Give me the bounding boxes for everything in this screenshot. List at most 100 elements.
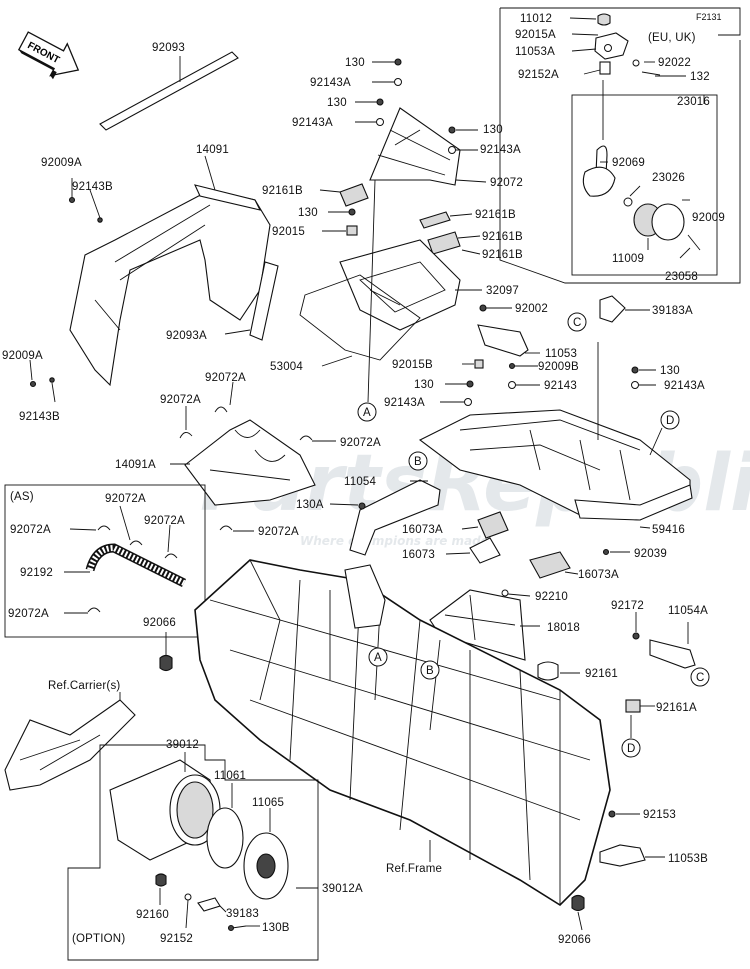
front-fender-group: 92093 14091 92093A 92009A 92143B 92009A … — [2, 42, 279, 423]
front-arrow-icon: FRONT — [17, 31, 80, 80]
label-92210: 92210 — [535, 591, 568, 603]
label-92015: 92015 — [272, 226, 305, 238]
center-parts-group: 92072A 92072A 92072A 14091A 11054 130A 9… — [115, 372, 619, 661]
marker-d-1: D — [666, 415, 675, 427]
marker-b-1: B — [414, 456, 422, 468]
label-92072a-as3: 92072A — [10, 524, 51, 536]
label-92072a-2: 92072A — [160, 394, 201, 406]
label-92160: 92160 — [136, 909, 169, 921]
label-92022: 92022 — [658, 57, 691, 69]
label-92072a-4: 92072A — [258, 526, 299, 538]
label-92143a-4: 92143A — [384, 397, 425, 409]
marker-b-frame: B — [426, 665, 434, 677]
label-92161b-4: 92161B — [482, 249, 523, 261]
label-92009a-1: 92009A — [41, 157, 82, 169]
label-92066-1: 92066 — [143, 617, 176, 629]
label-92015a-top: 92015A — [515, 29, 556, 41]
label-92161a: 92161A — [656, 702, 697, 714]
label-92072a-as1: 92072A — [105, 493, 146, 505]
figure-code: F2131 — [696, 12, 722, 22]
as-box: (AS) 92072A 92072A 92072A 92192 92072A — [4, 484, 206, 638]
label-11054a: 11054A — [668, 605, 708, 617]
label-92143a-2: 92143A — [292, 117, 333, 129]
label-39183a: 39183A — [652, 305, 693, 317]
label-39183: 39183 — [226, 908, 259, 920]
label-92143a-5: 92143A — [664, 380, 705, 392]
eu-uk-box: (EU, UK) 11012 92015A 11053A 92022 92152 — [499, 7, 741, 284]
label-92143a-3: 92143A — [480, 144, 521, 156]
label-92066-2: 92066 — [558, 934, 591, 946]
label-14091a: 14091A — [115, 459, 156, 471]
label-92009-r: 92009 — [692, 212, 725, 224]
carrier-option-group: 92066 Ref.Carrier(s) (OPTION) 39012 1106… — [4, 617, 363, 961]
label-14091: 14091 — [196, 144, 229, 156]
label-53004: 53004 — [270, 361, 303, 373]
label-39012: 39012 — [166, 739, 199, 751]
option-label: (OPTION) — [72, 933, 125, 945]
label-130-1: 130 — [345, 57, 365, 69]
label-130a: 130A — [296, 499, 324, 511]
label-130-2: 130 — [327, 97, 347, 109]
right-lower-group: 92172 11054A C 92161 92161A D 92153 1105… — [537, 600, 710, 946]
label-92069: 92069 — [612, 157, 645, 169]
label-92009b: 92009B — [538, 361, 579, 373]
label-130-4: 130 — [298, 207, 318, 219]
label-92072: 92072 — [490, 177, 523, 189]
label-16073: 16073 — [402, 549, 435, 561]
battery-bracket-group: 130 92143A 130 92143A 130 92143A 92072 9… — [262, 57, 523, 422]
label-92143a-1: 92143A — [310, 77, 351, 89]
label-92192: 92192 — [20, 567, 53, 579]
label-11012: 11012 — [520, 13, 552, 25]
as-label: (AS) — [10, 491, 34, 503]
label-11065: 11065 — [252, 797, 284, 809]
label-92143b-1: 92143B — [72, 181, 113, 193]
ref-carrier-label: Ref.Carrier(s) — [48, 680, 120, 692]
label-92161b-2: 92161B — [475, 209, 516, 221]
label-92072a-1: 92072A — [205, 372, 246, 384]
label-32097: 32097 — [486, 285, 519, 297]
label-11009: 11009 — [612, 253, 644, 265]
label-130-6: 130 — [660, 365, 680, 377]
label-130b: 130B — [262, 922, 290, 934]
label-11061: 11061 — [214, 770, 246, 782]
label-92143: 92143 — [544, 380, 577, 392]
marker-c-2: C — [696, 672, 705, 684]
marker-a-top: A — [363, 407, 371, 419]
label-18018: 18018 — [547, 622, 580, 634]
label-92153: 92153 — [643, 809, 676, 821]
label-92143b-2: 92143B — [19, 411, 60, 423]
label-92152: 92152 — [160, 933, 193, 945]
label-130-3: 130 — [483, 124, 503, 136]
label-92093a: 92093A — [166, 330, 207, 342]
label-23016: 23016 — [677, 96, 710, 108]
label-92072a-as2: 92072A — [144, 515, 185, 527]
label-23026: 23026 — [652, 172, 685, 184]
label-16073a-1: 16073A — [402, 524, 443, 536]
label-92039: 92039 — [634, 548, 667, 560]
marker-c-1: C — [573, 317, 582, 329]
label-16073a-2: 16073A — [578, 569, 619, 581]
marker-a-frame: A — [374, 652, 382, 664]
watermark-tagline: Where champions are made — [300, 534, 489, 548]
ref-frame-label: Ref.Frame — [386, 863, 442, 875]
label-92009a-2: 92009A — [2, 350, 43, 362]
label-92002: 92002 — [515, 303, 548, 315]
label-92072a-3: 92072A — [340, 437, 381, 449]
label-11053b: 11053B — [668, 853, 708, 865]
label-92161b-3: 92161B — [482, 231, 523, 243]
label-11054: 11054 — [344, 476, 377, 488]
label-132: 132 — [690, 71, 710, 83]
label-23058: 23058 — [665, 271, 698, 283]
label-92015b: 92015B — [392, 359, 433, 371]
label-130-5: 130 — [414, 379, 434, 391]
label-92093: 92093 — [152, 42, 185, 54]
label-11053a: 11053A — [515, 46, 555, 58]
label-92161: 92161 — [585, 668, 618, 680]
label-92161b-1: 92161B — [262, 185, 303, 197]
label-92152a: 92152A — [518, 69, 559, 81]
main-frame: A B Ref.Frame — [194, 559, 611, 907]
label-92172: 92172 — [611, 600, 644, 612]
label-11053: 11053 — [545, 348, 577, 360]
region-label: (EU, UK) — [648, 32, 696, 44]
